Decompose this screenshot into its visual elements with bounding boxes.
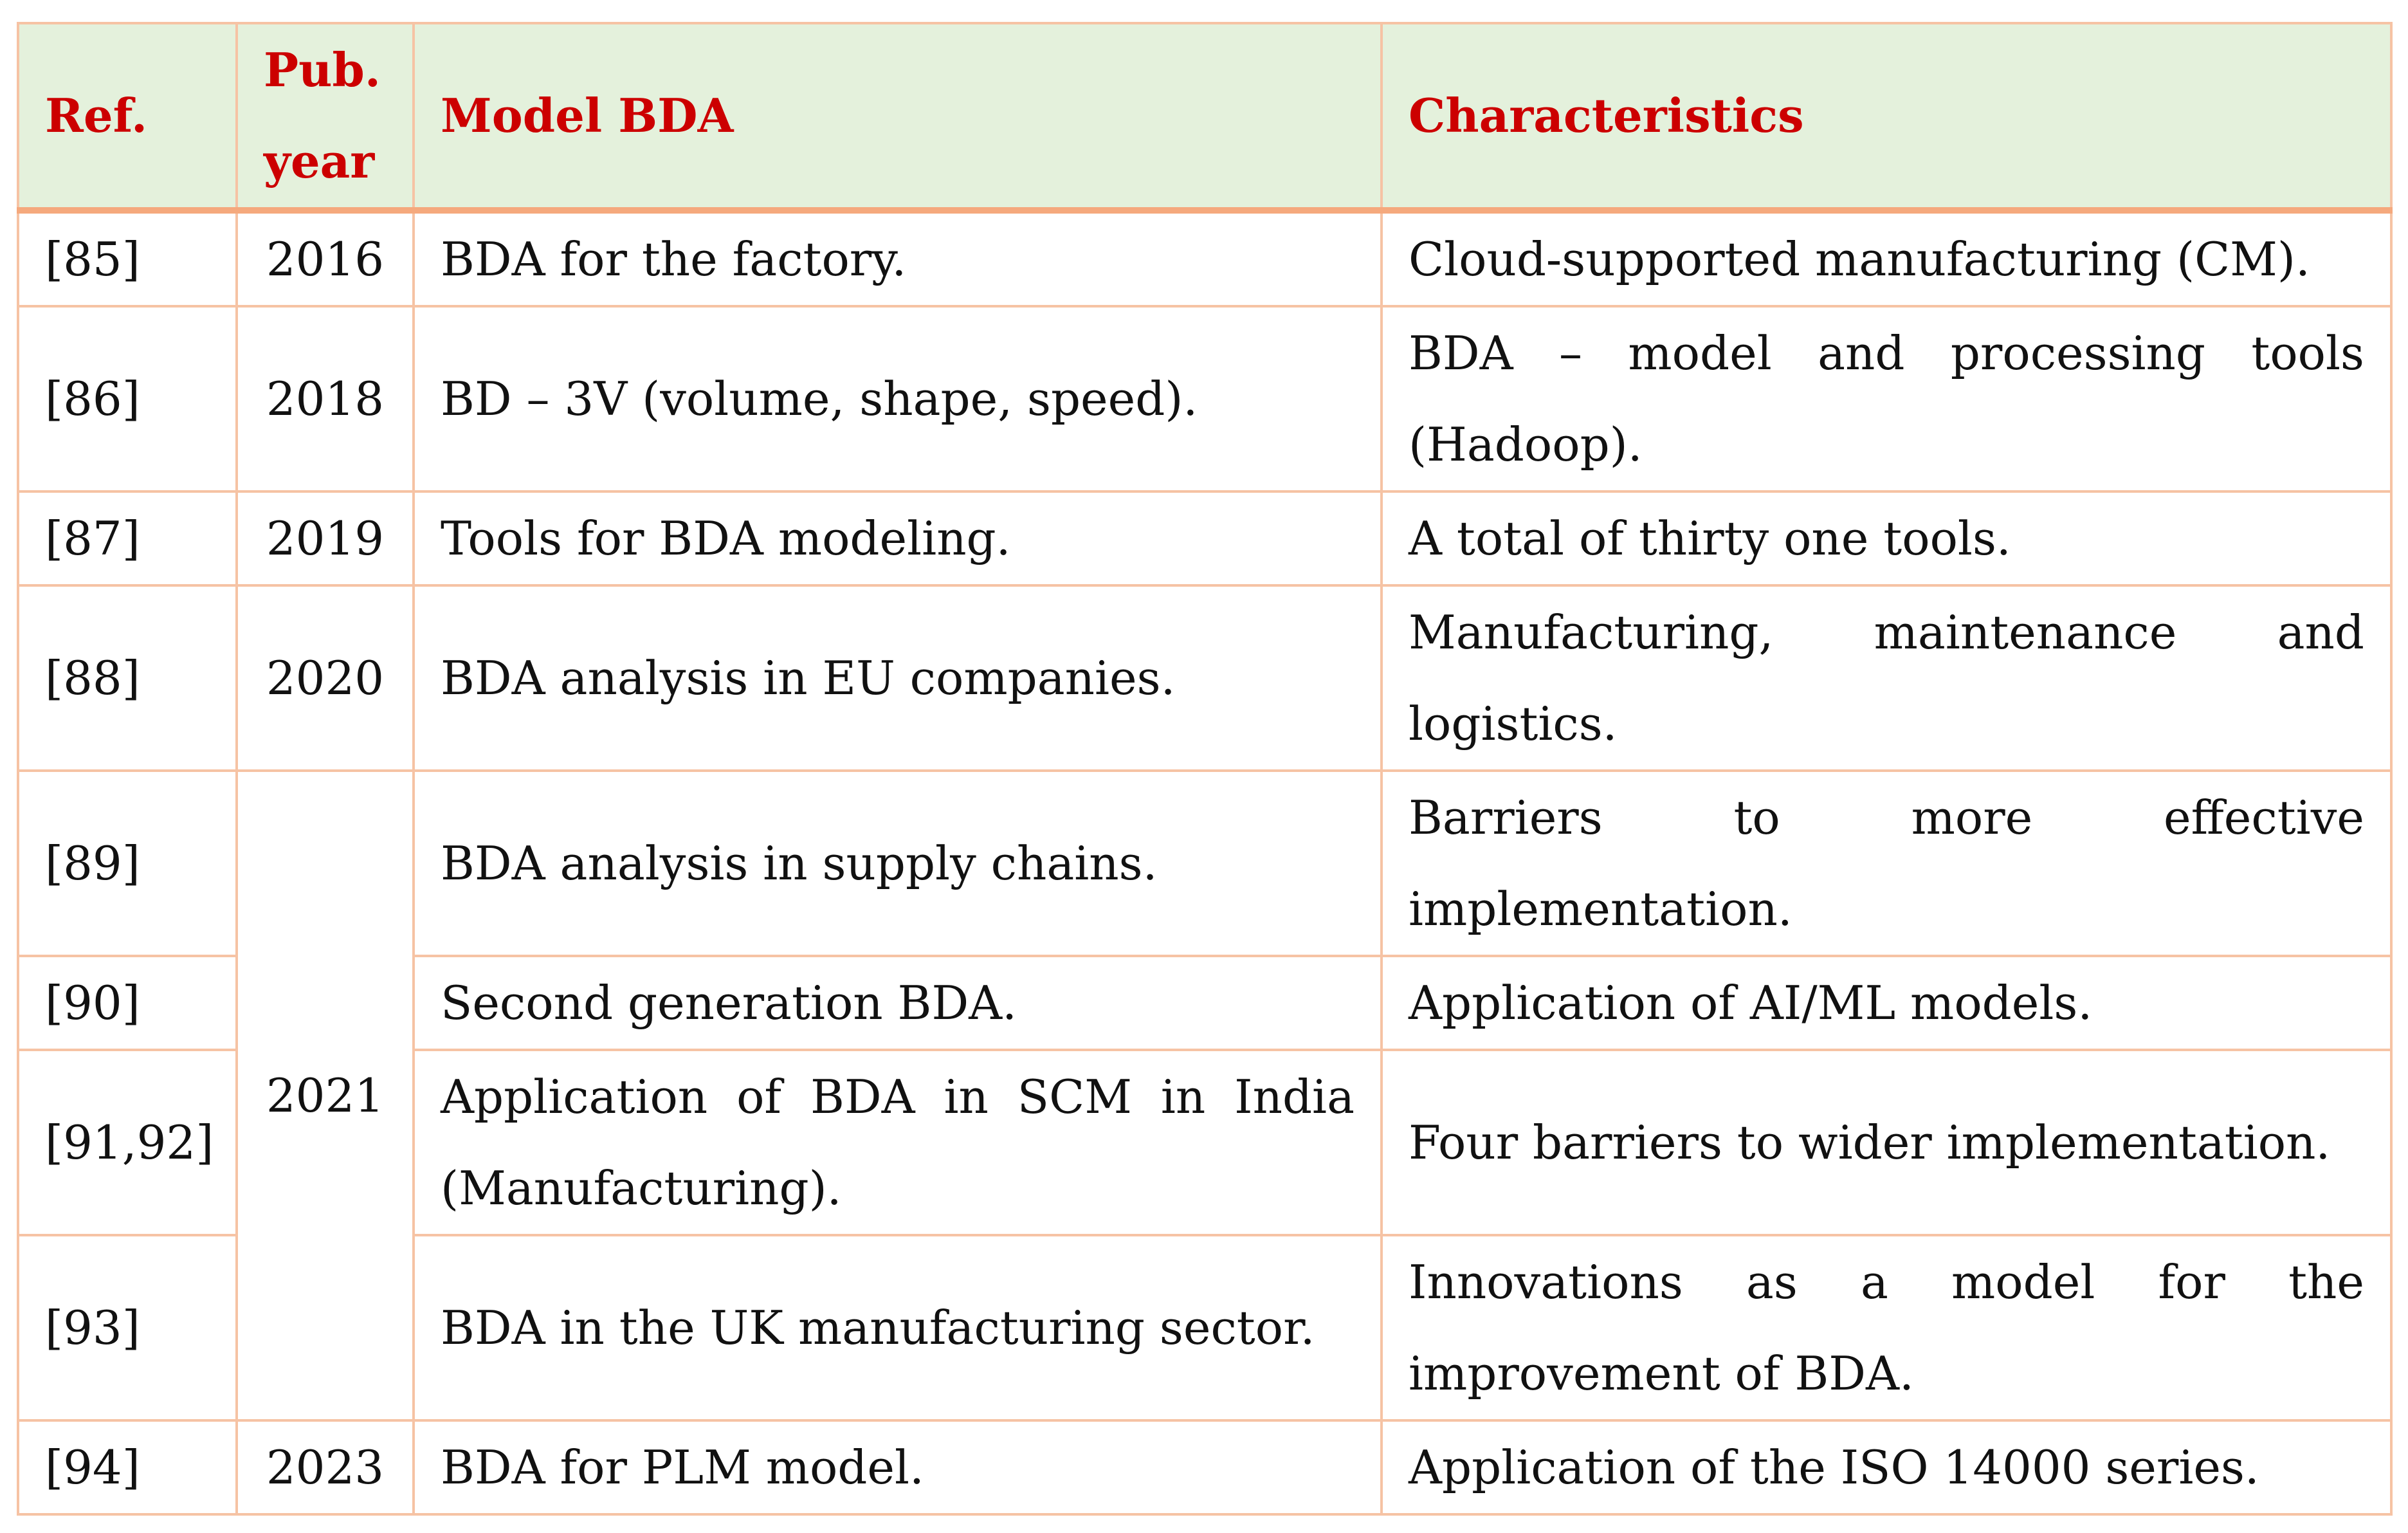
header-row: Ref. Pub. year Model BDA Characteristics (17, 22, 2393, 214)
cell-ref: [94] (17, 1419, 238, 1516)
cell-model: BDA analysis in supply chains. (412, 769, 1383, 957)
cell-model: BDA analysis in EU companies. (412, 584, 1383, 772)
cell-year: 2021 (235, 769, 415, 1422)
cell-model: BDA in the UK manufacturing sector. (412, 1234, 1383, 1422)
cell-characteristics: Cloud-supported manufacturing (CM). (1380, 209, 2393, 308)
cell-year: 2019 (235, 490, 415, 587)
cell-ref: [89] (17, 769, 238, 957)
cell-year: 2023 (235, 1419, 415, 1516)
cell-ref: [85] (17, 209, 238, 308)
table-row: [91,92] Application of BDA in SCM in Ind… (17, 1049, 2393, 1236)
header-characteristics: Characteristics (1380, 22, 2393, 214)
cell-characteristics: Manufacturing, maintenance and logistics… (1380, 584, 2393, 772)
cell-characteristics: Application of the ISO 14000 series. (1380, 1419, 2393, 1516)
bda-models-table: Ref. Pub. year Model BDA Characteristics… (17, 22, 2393, 1516)
cell-ref: [91,92] (17, 1049, 238, 1236)
cell-characteristics: BDA – model and processing tools (Hadoop… (1380, 305, 2393, 493)
table-row: [90] Second generation BDA. Application … (17, 955, 2393, 1051)
cell-characteristics: Four barriers to wider implementation. (1380, 1049, 2393, 1236)
header-model: Model BDA (412, 22, 1383, 214)
table-row: [86] 2018 BD – 3V (volume, shape, speed)… (17, 305, 2393, 493)
cell-model: Second generation BDA. (412, 955, 1383, 1051)
cell-characteristics: Innovations as a model for the improveme… (1380, 1234, 2393, 1422)
table-row: [85] 2016 BDA for the factory. Cloud-sup… (17, 209, 2393, 308)
header-year: Pub. year (235, 22, 415, 214)
cell-ref: [86] (17, 305, 238, 493)
table-row: [89] 2021 BDA analysis in supply chains.… (17, 769, 2393, 1422)
cell-year: 2020 (235, 584, 415, 772)
cell-model: BD – 3V (volume, shape, speed). (412, 305, 1383, 493)
table-row: [93] BDA in the UK manufacturing sector.… (17, 1234, 2393, 1422)
table-container: Ref. Pub. year Model BDA Characteristics… (17, 22, 2393, 1516)
table-row: [87] 2019 Tools for BDA modeling. A tota… (17, 490, 2393, 587)
cell-ref: [88] (17, 584, 238, 772)
cell-characteristics: Application of AI/ML models. (1380, 955, 2393, 1051)
cell-year: 2018 (235, 305, 415, 493)
cell-characteristics: A total of thirty one tools. (1380, 490, 2393, 587)
header-ref: Ref. (17, 22, 238, 214)
table-row: [88] 2020 BDA analysis in EU companies. … (17, 584, 2393, 772)
cell-ref: [93] (17, 1234, 238, 1422)
cell-characteristics: Barriers to more effective implementatio… (1380, 769, 2393, 957)
cell-model: Tools for BDA modeling. (412, 490, 1383, 587)
table-row: [94] 2023 BDA for PLM model. Application… (17, 1419, 2393, 1516)
cell-model: BDA for PLM model. (412, 1419, 1383, 1516)
cell-model: BDA for the factory. (412, 209, 1383, 308)
cell-year: 2016 (235, 209, 415, 308)
cell-model: Application of BDA in SCM in India (Manu… (412, 1049, 1383, 1236)
cell-ref: [87] (17, 490, 238, 587)
cell-ref: [90] (17, 955, 238, 1051)
